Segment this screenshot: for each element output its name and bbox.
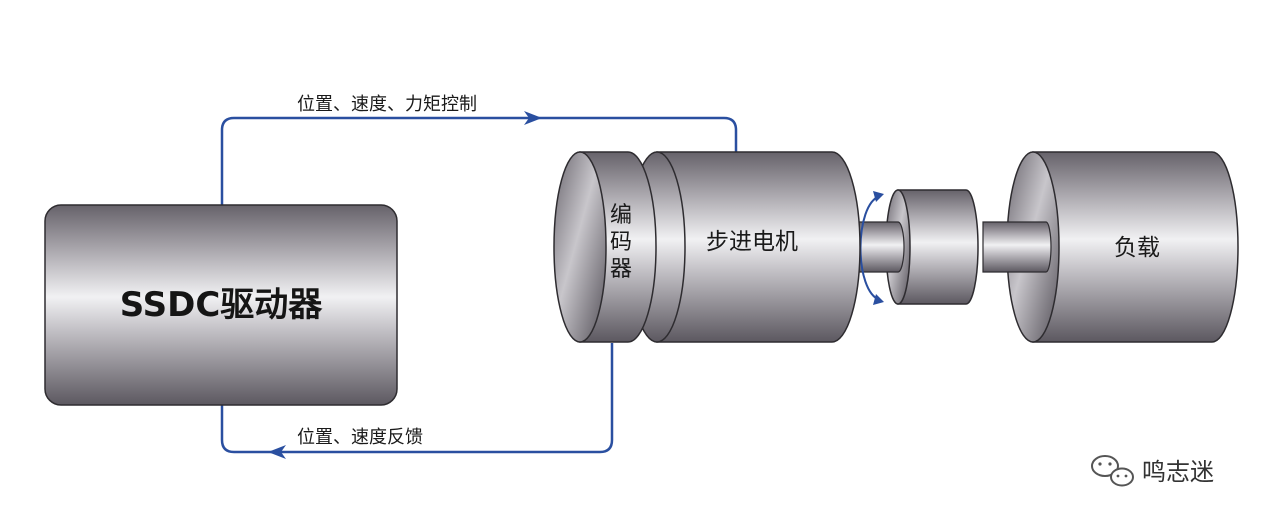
wechat-icon bbox=[1091, 455, 1134, 487]
feedback-arrow bbox=[220, 343, 614, 459]
load-label: 负载 bbox=[1114, 235, 1160, 261]
watermark-text: 鸣志迷 bbox=[1142, 458, 1214, 486]
motor-label: 步进电机 bbox=[706, 229, 798, 255]
encoder-char-2: 码 bbox=[610, 230, 632, 255]
encoder-char-3: 器 bbox=[610, 257, 632, 282]
control-arrow bbox=[220, 111, 738, 205]
encoder-char-1: 编 bbox=[610, 203, 632, 228]
load-shaft bbox=[982, 221, 1052, 273]
driver-box bbox=[44, 204, 398, 406]
encoder-disk bbox=[553, 151, 657, 343]
feedback-label: 位置、速度反馈 bbox=[297, 427, 423, 448]
driver-label: SSDC驱动器 bbox=[120, 285, 324, 325]
control-label: 位置、速度、力矩控制 bbox=[297, 94, 477, 115]
motor-shaft bbox=[851, 221, 905, 273]
